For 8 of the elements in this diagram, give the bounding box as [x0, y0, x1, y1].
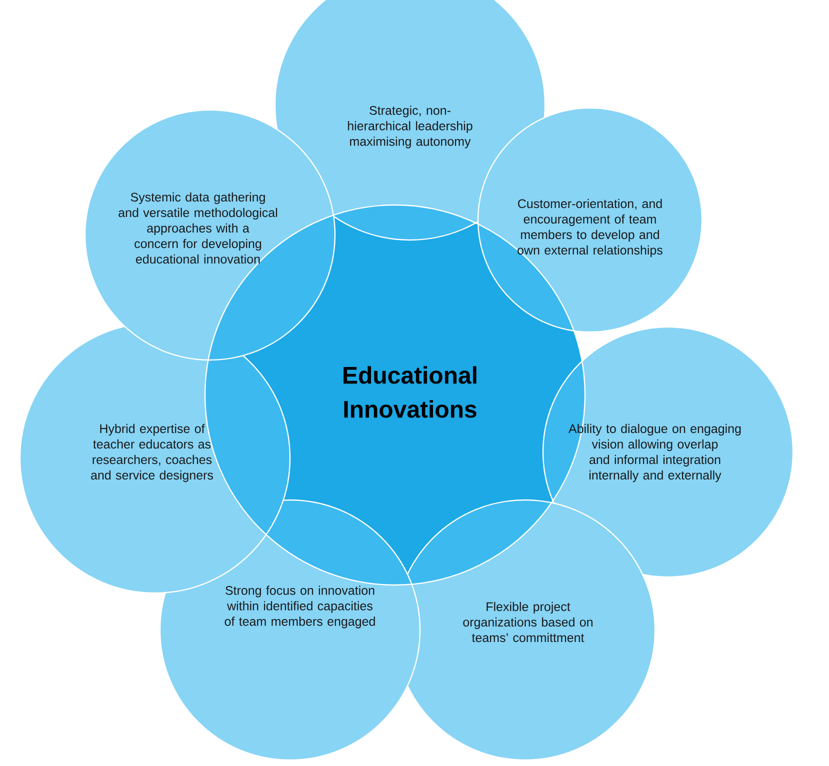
circle-label: Hybrid expertise of teacher educators as researchers, coaches and service designers — [91, 424, 214, 482]
circle-label: Strong focus on innovation within identified capacities of team members engaged — [224, 586, 375, 628]
circle-label: Customer-orientation, and encouragement of team members to develop and own external relationships — [518, 198, 662, 258]
circle-label: Flexible project organizations based on teams’ committment — [463, 602, 592, 642]
center-label: Educational Innovations — [344, 366, 476, 418]
circle-label: Strategic, non-hierarchical leadership maximising autonomy — [348, 106, 472, 148]
circle-label: Ability to dialogue on engaging vision allowing overlap and informal integration internally and externally — [568, 424, 741, 482]
circle-label: Systemic data gathering and versatile methodological approaches with a concern for developing educational innovation — [118, 192, 278, 264]
